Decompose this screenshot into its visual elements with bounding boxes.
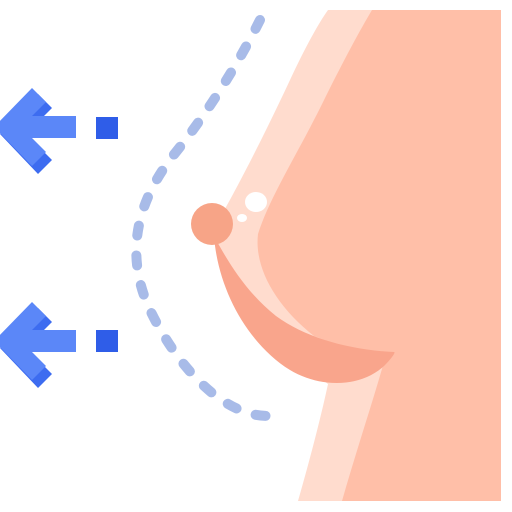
dashed-outline-icon (131, 15, 287, 421)
highlight-small (237, 214, 247, 222)
arrow-upper-main (0, 88, 76, 166)
arrow-lower-main (0, 302, 76, 380)
breast-underside-shadow (214, 236, 395, 384)
nipple (191, 203, 233, 245)
arrow-left-icon-lower (0, 302, 118, 388)
arrow-left-icon-upper (0, 88, 118, 174)
torso-main (257, 10, 501, 501)
arrow-upper-dot (96, 117, 118, 139)
highlight-large (245, 192, 267, 212)
arrow-lower-dot (96, 330, 118, 352)
